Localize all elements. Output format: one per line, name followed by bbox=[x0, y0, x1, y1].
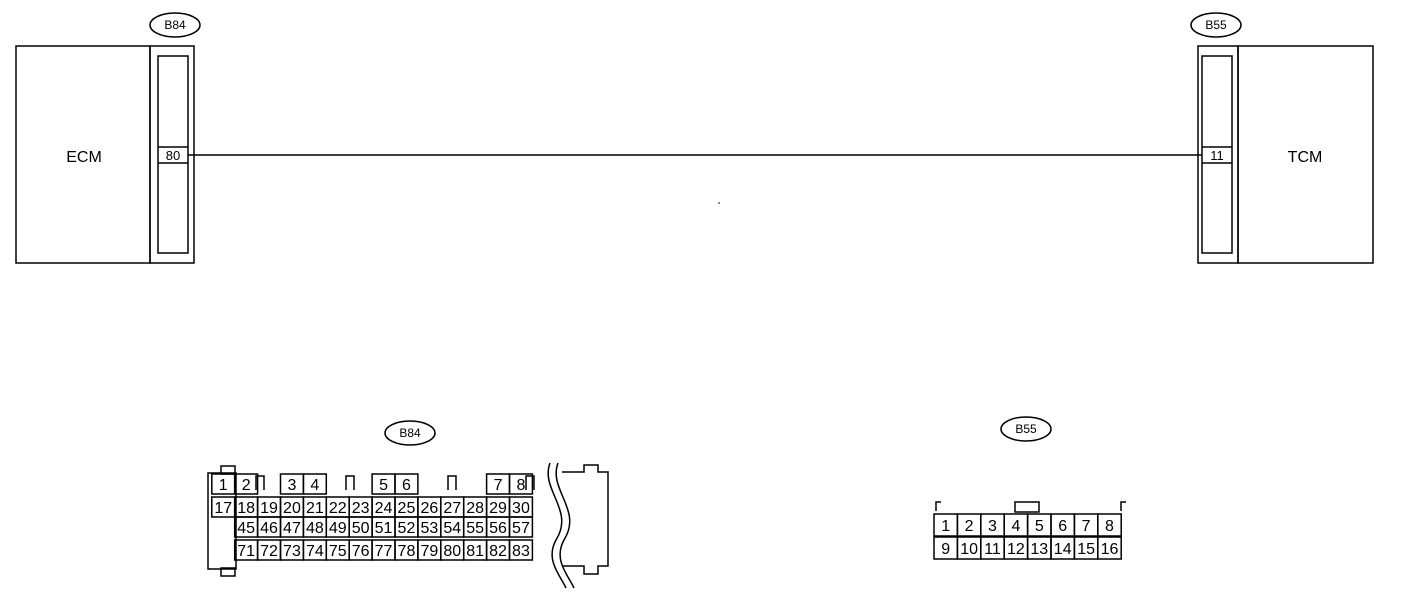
b84-pin-47-label: 47 bbox=[283, 520, 301, 537]
b55-pin-5-label: 5 bbox=[1035, 518, 1044, 535]
b84-pin-74-label: 74 bbox=[306, 543, 324, 560]
b84-pin-17-label: 17 bbox=[214, 500, 232, 517]
b84-pin-72-label: 72 bbox=[260, 543, 278, 560]
b84-pin-6-label: 6 bbox=[402, 477, 411, 494]
b84-pin-78-label: 78 bbox=[398, 543, 416, 560]
ecm-pin-label: 80 bbox=[166, 148, 180, 163]
b84-pin-20-label: 20 bbox=[283, 500, 301, 517]
b84-pin-83-cell bbox=[508, 539, 534, 561]
b84-pin-25-label: 25 bbox=[398, 500, 416, 517]
b55-connector-face bbox=[935, 501, 1126, 513]
b84-pin-29-label: 29 bbox=[489, 500, 507, 517]
b84-pin-5-label: 5 bbox=[379, 477, 388, 494]
b84-face-tag-label: B84 bbox=[399, 426, 421, 440]
b55-pin-6-label: 6 bbox=[1058, 518, 1067, 535]
tcm-connector-tag-label: B55 bbox=[1205, 18, 1227, 32]
b55-pin-12-label: 12 bbox=[1007, 541, 1025, 558]
b84-pin-1-label: 1 bbox=[219, 477, 228, 494]
b84-pin-8-cell bbox=[508, 473, 534, 495]
b84-pin-56-label: 56 bbox=[489, 520, 507, 537]
tcm-connector-tag bbox=[1190, 12, 1242, 38]
stray-dot bbox=[718, 202, 720, 204]
b84-pin-23-label: 23 bbox=[352, 500, 370, 517]
b84-pin-21-label: 21 bbox=[306, 500, 324, 517]
b84-pin-49-label: 49 bbox=[329, 520, 347, 537]
b55-pin-15-label: 15 bbox=[1077, 541, 1095, 558]
tcm-label: TCM bbox=[1288, 149, 1323, 166]
b55-pin-16-label: 16 bbox=[1101, 541, 1119, 558]
b84-pin-83-label: 83 bbox=[512, 543, 530, 560]
b84-face-tag bbox=[384, 420, 436, 446]
b84-pin-4-cell bbox=[302, 473, 328, 495]
b84-pin-71-label: 71 bbox=[237, 543, 255, 560]
b55-pin-11-label: 11 bbox=[984, 541, 1001, 558]
ecm-connector-tag bbox=[149, 12, 201, 38]
b84-pin-54-label: 54 bbox=[443, 520, 461, 537]
b84-pin-81-label: 81 bbox=[466, 543, 484, 560]
b84-pin-77-label: 77 bbox=[375, 543, 393, 560]
b55-pin-10-label: 10 bbox=[960, 541, 978, 558]
b84-pin-46-label: 46 bbox=[260, 520, 278, 537]
b84-pin-22-label: 22 bbox=[329, 500, 347, 517]
tcm-pin-label: 11 bbox=[1210, 148, 1224, 163]
b84-connector-face bbox=[207, 462, 609, 589]
b55-pin-8-label: 8 bbox=[1105, 518, 1114, 535]
b84-pin-53-label: 53 bbox=[420, 520, 438, 537]
b84-pin-6-cell bbox=[394, 473, 419, 495]
b84-pin-27-label: 27 bbox=[443, 500, 461, 517]
b84-pin-73-label: 73 bbox=[283, 543, 301, 560]
b84-pin-76-label: 76 bbox=[352, 543, 370, 560]
b84-pin-51-label: 51 bbox=[375, 520, 393, 537]
b55-pin-7-label: 7 bbox=[1082, 518, 1091, 535]
b55-pin-4-label: 4 bbox=[1011, 518, 1020, 535]
b84-pin-50-label: 50 bbox=[352, 520, 370, 537]
b84-pin-45-label: 45 bbox=[237, 520, 255, 537]
b55-pin-1-label: 1 bbox=[941, 518, 950, 535]
b84-pin-19-label: 19 bbox=[260, 500, 278, 517]
b84-pin-57-cell bbox=[508, 516, 534, 538]
b84-pin-52-label: 52 bbox=[398, 520, 416, 537]
b84-pin-79-label: 79 bbox=[420, 543, 438, 560]
b84-pin-82-label: 82 bbox=[489, 543, 507, 560]
b84-pin-2-cell bbox=[233, 473, 259, 495]
b55-face-tag bbox=[1000, 416, 1052, 442]
b84-pin-26-label: 26 bbox=[420, 500, 438, 517]
ecm-connector-tag-label: B84 bbox=[164, 18, 186, 32]
b84-pin-48-label: 48 bbox=[306, 520, 324, 537]
b84-pin-75-label: 75 bbox=[329, 543, 347, 560]
b84-pin-57-label: 57 bbox=[512, 520, 530, 537]
tcm-unit bbox=[1197, 45, 1374, 264]
b84-pin-30-label: 30 bbox=[512, 500, 530, 517]
b84-pin-18-label: 18 bbox=[237, 500, 255, 517]
b55-pin-9-label: 9 bbox=[941, 541, 950, 558]
b55-pin-14-label: 14 bbox=[1054, 541, 1072, 558]
b84-pin-80-label: 80 bbox=[443, 543, 461, 560]
b84-pin-28-label: 28 bbox=[466, 500, 484, 517]
ecm-label: ECM bbox=[66, 149, 102, 166]
b55-pin-16-cell bbox=[1097, 536, 1122, 560]
b84-pin-7-label: 7 bbox=[494, 477, 503, 494]
b55-face-tag-label: B55 bbox=[1015, 422, 1037, 436]
b55-pin-2-label: 2 bbox=[965, 518, 974, 535]
b55-pin-3-label: 3 bbox=[988, 518, 997, 535]
b84-pin-24-label: 24 bbox=[375, 500, 393, 517]
b84-pin-55-label: 55 bbox=[466, 520, 484, 537]
b55-pin-13-label: 13 bbox=[1030, 541, 1048, 558]
b84-pin-8-label: 8 bbox=[516, 477, 525, 494]
b84-pin-4-label: 4 bbox=[310, 477, 319, 494]
b55-pin-8-cell bbox=[1097, 513, 1122, 537]
b84-pin-2-label: 2 bbox=[242, 477, 251, 494]
b84-pin-3-label: 3 bbox=[287, 477, 296, 494]
